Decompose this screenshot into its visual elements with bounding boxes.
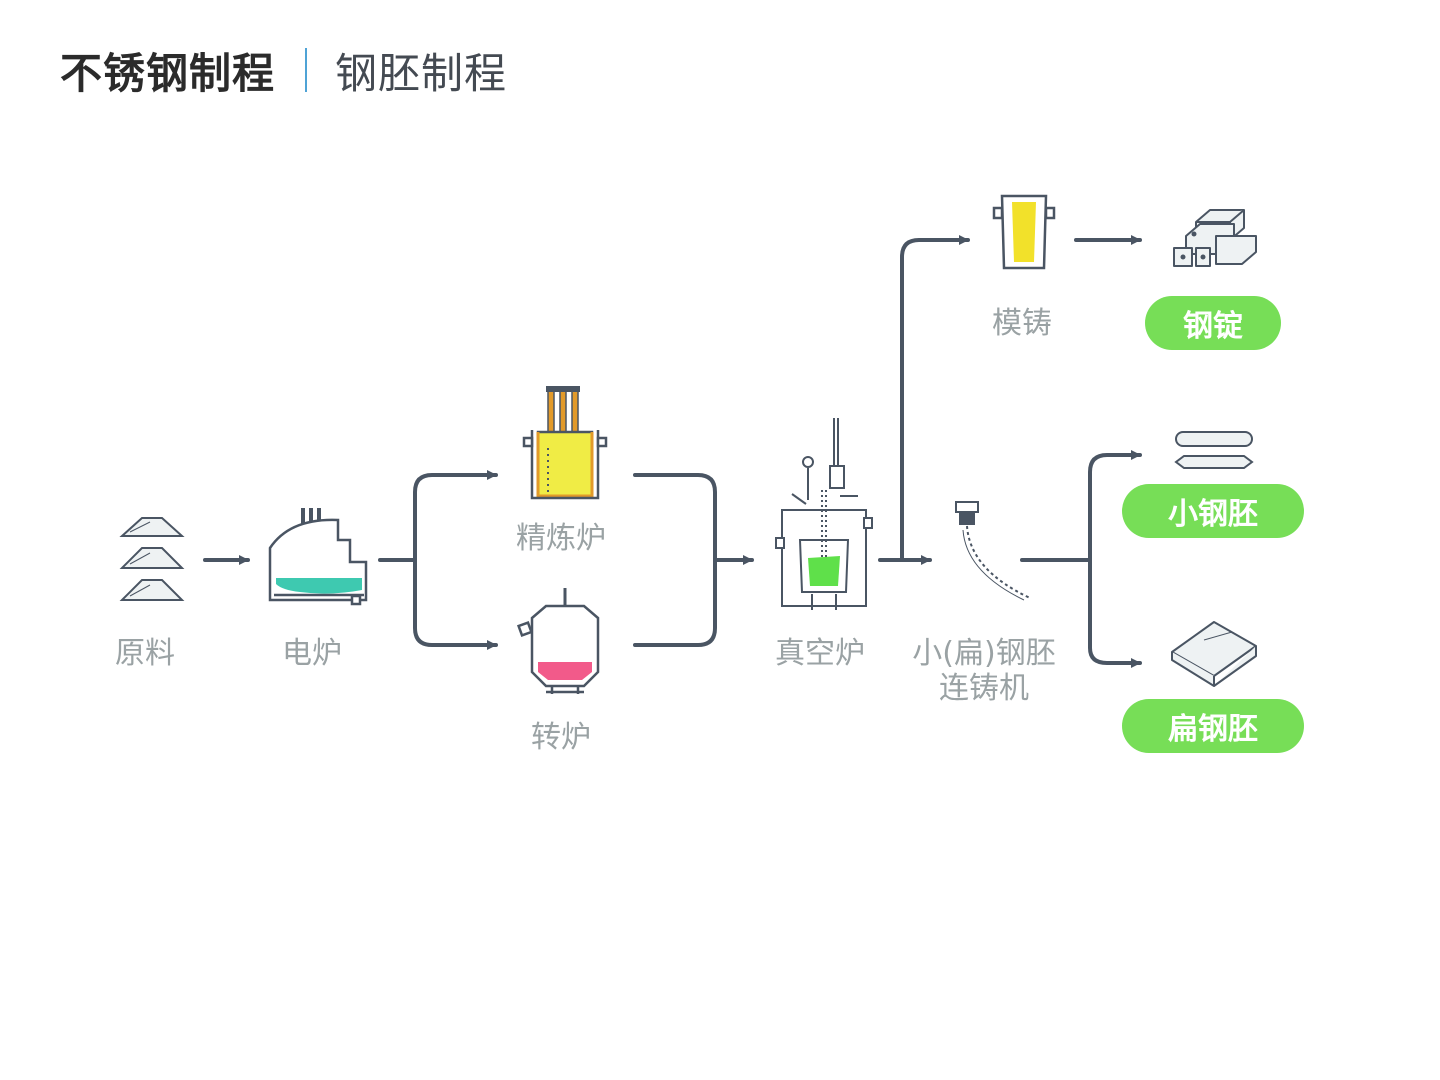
raw-material-icon xyxy=(119,517,185,601)
arrow-to-refining xyxy=(413,470,498,562)
label-converter: 转炉 xyxy=(531,720,591,755)
vacuum-furnace-icon xyxy=(775,418,873,610)
label-vacuum-furnace: 真空炉 xyxy=(775,636,865,671)
page-title: 不锈钢制程 xyxy=(60,48,276,98)
arrow-to-converter xyxy=(413,558,498,650)
title-divider xyxy=(305,48,308,92)
label-caster-line1: 小(扁)钢胚 xyxy=(912,636,1056,671)
product-small-billet-badge: 小钢胚 xyxy=(1122,484,1304,538)
product-slab-badge: 扁钢胚 xyxy=(1122,699,1304,753)
arrow-to-slab xyxy=(1088,558,1142,668)
label-electric-furnace: 电炉 xyxy=(282,636,342,671)
label-raw: 原料 xyxy=(115,636,175,671)
line-converter-merge xyxy=(633,558,717,647)
line-refining-merge xyxy=(633,473,717,562)
arrow-to-mold xyxy=(900,235,970,562)
page-subtitle: 钢胚制程 xyxy=(335,48,508,98)
slab-icon xyxy=(1171,621,1257,687)
mold-casting-icon xyxy=(992,194,1056,270)
electric-furnace-icon xyxy=(268,508,368,606)
continuous-caster-icon xyxy=(955,501,1031,601)
ingot-icon xyxy=(1173,209,1257,267)
refining-furnace-icon xyxy=(522,386,608,500)
converter-icon xyxy=(516,588,600,694)
label-refining-furnace: 精炼炉 xyxy=(516,521,606,556)
product-ingot-badge: 钢锭 xyxy=(1145,296,1281,350)
label-caster-line2: 连铸机 xyxy=(939,671,1029,706)
label-mold-casting: 模铸 xyxy=(992,306,1052,341)
header: 不锈钢制程 钢胚制程 xyxy=(60,40,507,100)
small-billet-icon xyxy=(1174,431,1254,469)
arrow-to-small-billet xyxy=(1088,450,1142,562)
